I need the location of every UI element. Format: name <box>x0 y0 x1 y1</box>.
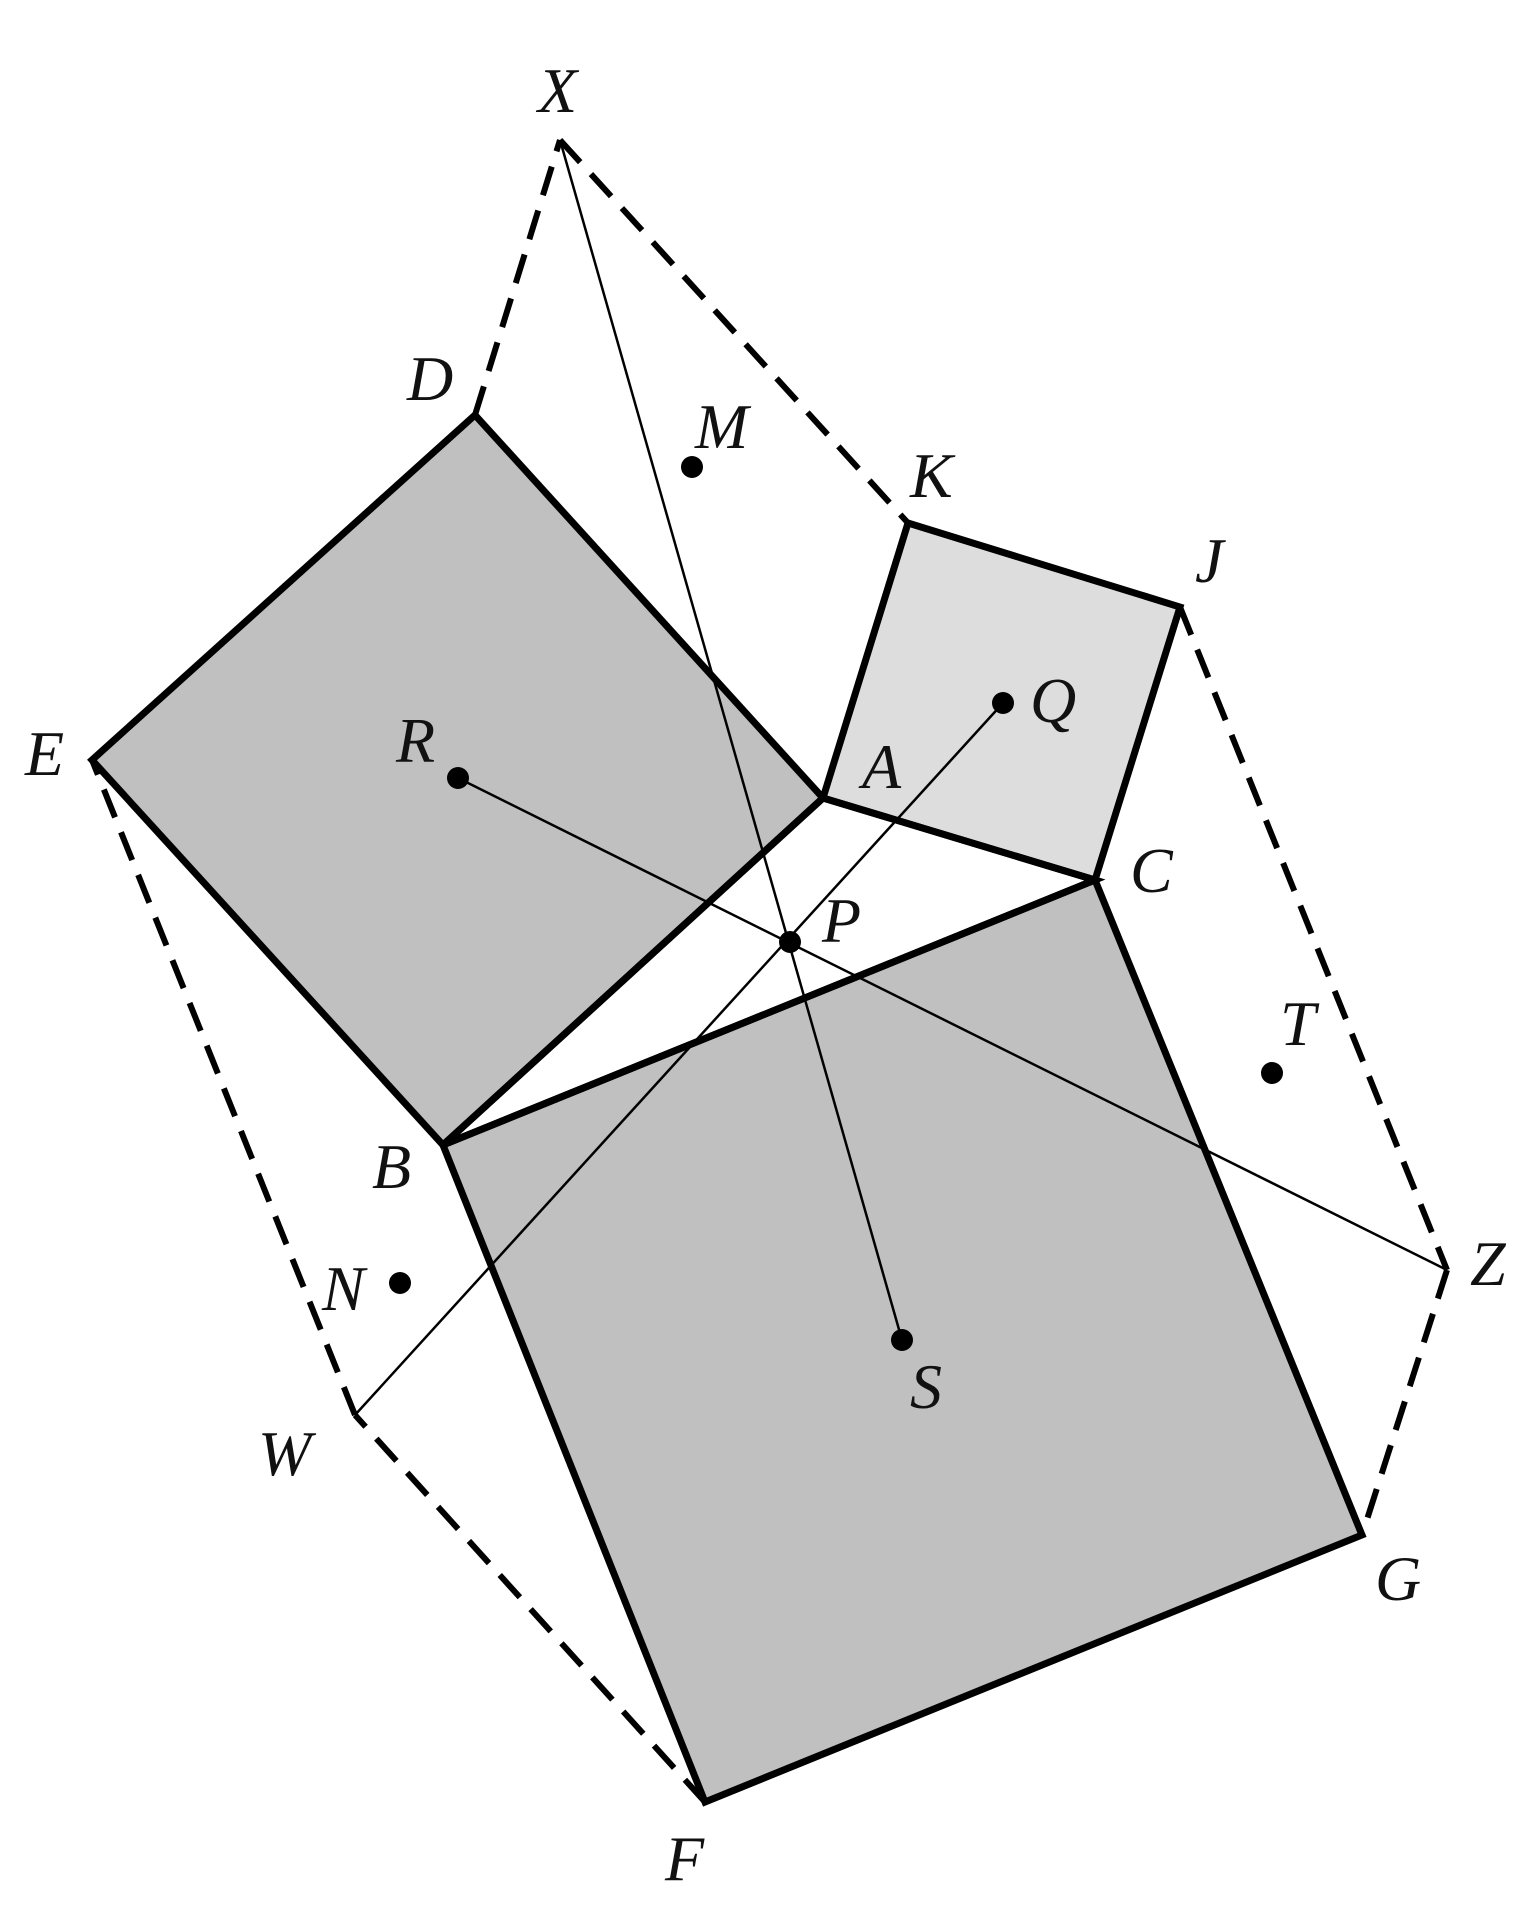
point-M <box>681 456 703 478</box>
label-T: T <box>1280 988 1320 1059</box>
label-G: G <box>1375 1543 1421 1614</box>
label-A: A <box>858 731 902 802</box>
point-Q <box>992 692 1014 714</box>
label-J: J <box>1195 525 1226 596</box>
label-Z: Z <box>1470 1228 1507 1299</box>
label-X: X <box>535 55 580 126</box>
label-F: F <box>664 1823 705 1894</box>
dashed-segment-X-K <box>557 137 911 526</box>
dashed-segment-J-Z <box>1177 605 1450 1272</box>
label-M: M <box>694 391 752 462</box>
point-N <box>389 1272 411 1294</box>
label-N: N <box>321 1253 368 1324</box>
label-C: C <box>1130 835 1174 906</box>
dashed-segment-F-W <box>352 1412 708 1805</box>
label-D: D <box>406 343 453 414</box>
line-R-Z <box>457 776 1448 1272</box>
label-R: R <box>395 705 435 776</box>
label-B: B <box>372 1131 411 1202</box>
line-X-S <box>558 139 904 1341</box>
point-S <box>891 1329 913 1351</box>
triangle-ABC <box>440 794 1106 1149</box>
dashed-segment-Z-G <box>1359 1269 1450 1536</box>
point-T <box>1261 1062 1283 1084</box>
label-P: P <box>821 885 861 956</box>
point-R <box>447 767 469 789</box>
dashed-segment-W-E <box>89 758 358 1417</box>
line-Q-W <box>354 702 1004 1416</box>
label-W: W <box>258 1418 317 1489</box>
label-K: K <box>909 440 956 511</box>
label-S: S <box>910 1351 942 1422</box>
label-Q: Q <box>1030 665 1076 736</box>
dashed-segment-D-X <box>472 139 563 416</box>
label-E: E <box>24 718 64 789</box>
point-P <box>779 931 801 953</box>
